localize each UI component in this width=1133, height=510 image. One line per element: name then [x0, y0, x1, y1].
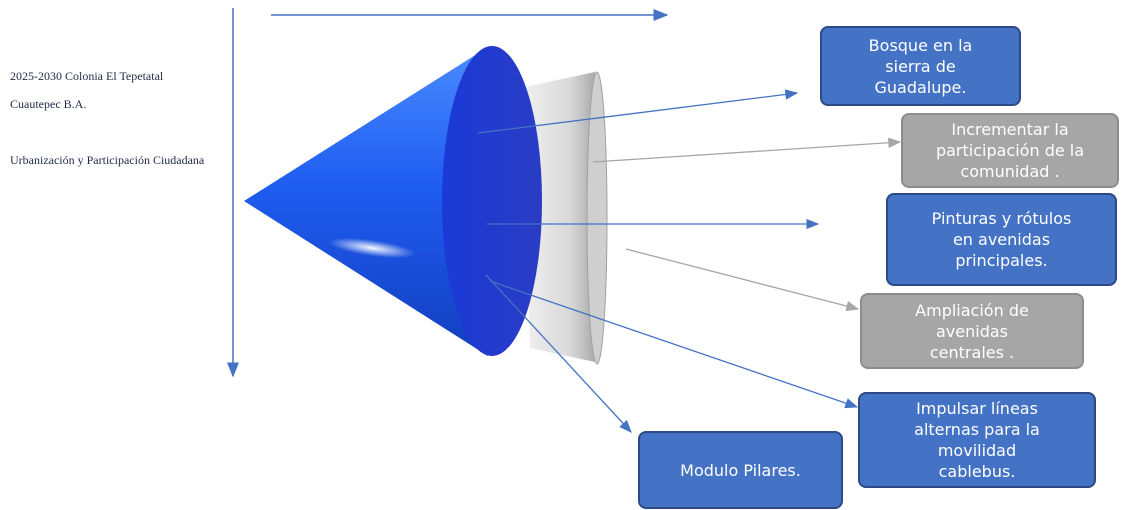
box-pinturas: Pinturas y rótulos en avenidas principal… — [886, 193, 1117, 286]
gray-cone-shape — [520, 72, 604, 362]
left-text-line-3: Urbanización y Participación Ciudadana — [10, 153, 205, 167]
box-ampliacion: Ampliación de avenidas centrales . — [860, 293, 1084, 369]
box-impulsar: Impulsar líneas alternas para la movilid… — [858, 392, 1096, 488]
left-text-line-1: 2025-2030 Colonia El Tepetatal — [10, 69, 164, 83]
arrow-to-impulsar — [489, 280, 859, 409]
blue-cone-body — [244, 47, 488, 356]
blue-cone-face — [442, 46, 542, 356]
arrow-to-modulo — [485, 274, 632, 433]
arrow-to-bosque — [477, 89, 799, 134]
arrow-to-ampliacion — [625, 248, 860, 312]
cone-highlight — [328, 237, 416, 259]
box-modulo: Modulo Pilares. — [638, 431, 843, 509]
gray-cone-rim — [586, 71, 608, 365]
box-participacion: Incrementar la participación de la comun… — [901, 113, 1119, 188]
arrow-to-participacion — [592, 137, 902, 163]
box-bosque: Bosque en la sierra de Guadalupe. — [820, 26, 1021, 106]
left-text-line-2: Cuautepec B.A. — [10, 97, 87, 111]
